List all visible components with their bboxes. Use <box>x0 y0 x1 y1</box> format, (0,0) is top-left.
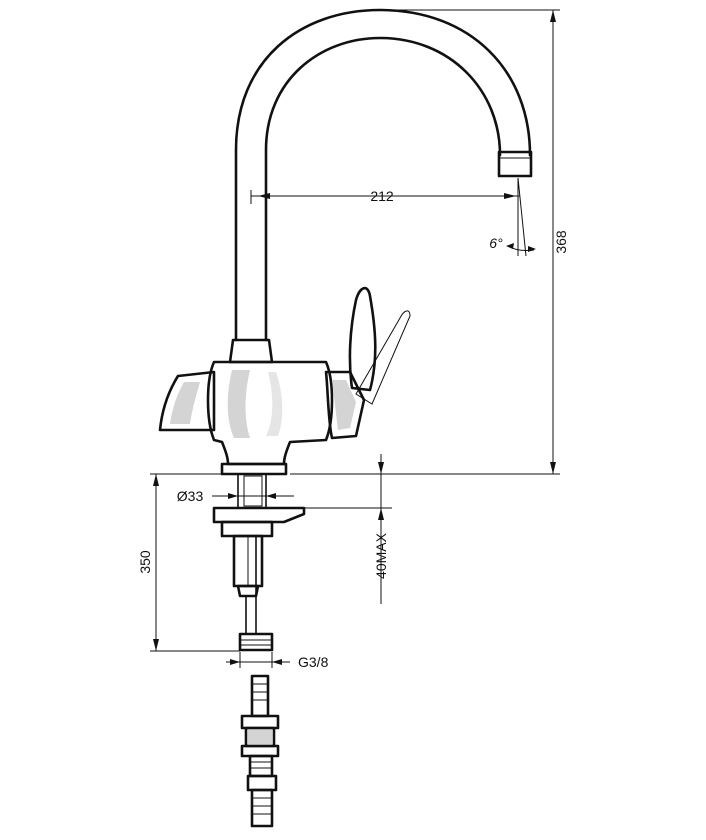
right-lever-alternate-position <box>355 310 411 405</box>
spout-outer-contour <box>234 8 532 342</box>
mounting-plate <box>212 506 306 524</box>
label-spout-angle: 6° <box>489 235 503 251</box>
left-handle <box>158 370 216 432</box>
base-flange <box>220 462 288 476</box>
label-hose-length: 350 <box>137 550 153 574</box>
dimension-lines <box>150 9 560 668</box>
angle-line-slanted <box>517 177 527 257</box>
right-handle-shading <box>332 380 356 430</box>
label-max-thickness: 40MAX <box>373 532 389 579</box>
label-connection-thread: G3/8 <box>298 654 329 670</box>
hose-end-fitting <box>238 632 274 652</box>
shank-detail <box>243 475 263 507</box>
body-shading-right <box>266 372 283 436</box>
label-spout-reach: 212 <box>370 188 394 204</box>
left-handle-shading <box>170 382 200 424</box>
label-total-height: 368 <box>553 230 569 254</box>
dimension-labels: 212 368 6° Ø33 40MAX 350 G3/8 <box>137 188 569 670</box>
spout-inner-contour <box>264 36 502 342</box>
right-handle-base <box>324 370 366 440</box>
spout-aerator <box>497 150 533 178</box>
lower-shank-taper <box>236 584 260 598</box>
label-base-diameter: Ø33 <box>177 488 204 504</box>
spout-neck-joint <box>228 338 274 364</box>
right-lever <box>348 286 377 392</box>
detached-connector <box>240 674 280 828</box>
faucet-outline <box>158 8 533 828</box>
body-shading <box>227 370 250 438</box>
mounting-nut <box>220 520 274 538</box>
